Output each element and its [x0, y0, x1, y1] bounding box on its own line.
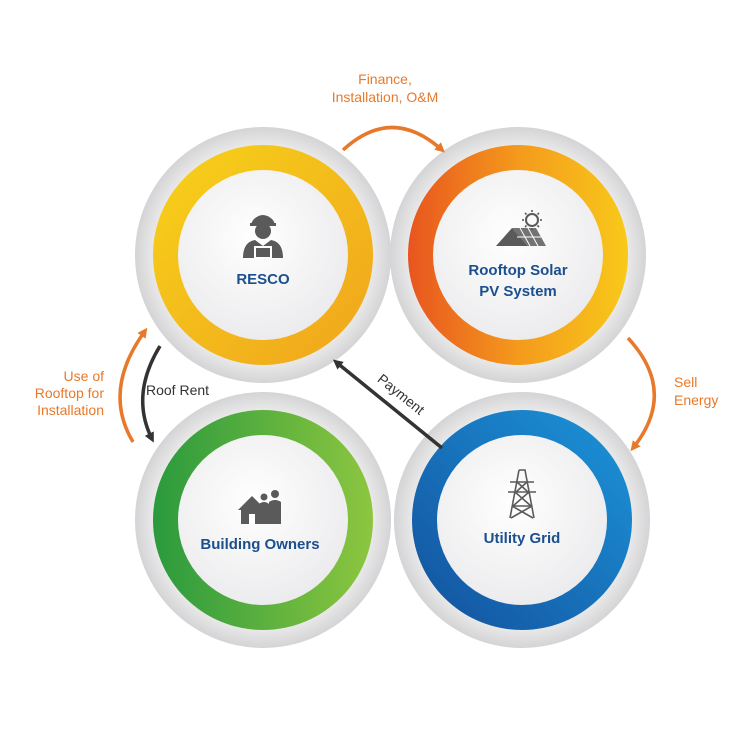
flow-roof-rent-arrow: [140, 345, 162, 443]
flow-rooftop-use-line3: Installation: [37, 402, 104, 418]
node-resco-label: RESCO: [236, 271, 290, 288]
node-grid-center: [437, 435, 607, 605]
node-resco: RESCO: [135, 127, 391, 383]
node-rooftop-label-line2: PV System: [479, 283, 557, 300]
node-owners-label: Building Owners: [200, 536, 319, 553]
node-building-owners: Building Owners: [135, 392, 391, 648]
flow-payment-label: Payment: [375, 371, 428, 418]
flow-rooftop-use: Use of Rooftop for Installation: [35, 327, 148, 443]
node-rooftop-label-line1: Rooftop Solar: [468, 262, 567, 279]
house-people-icon: [238, 490, 281, 524]
node-utility-grid: Utility Grid: [394, 392, 650, 648]
node-grid-label: Utility Grid: [484, 530, 561, 547]
flow-sell-arrow: [626, 336, 656, 452]
flow-sell-energy: Sell Energy: [626, 336, 718, 452]
flow-sell-label-line2: Energy: [674, 392, 718, 408]
flow-finance-label-line1: Finance,: [358, 71, 412, 87]
flow-finance-arrow: [341, 125, 445, 153]
engineer-icon: [243, 215, 283, 258]
flow-rooftop-use-line1: Use of: [64, 368, 105, 384]
flow-sell-label-line1: Sell: [674, 374, 697, 390]
flow-roof-rent-label: Roof Rent: [146, 382, 209, 398]
solar-roof-icon: [496, 210, 546, 247]
flow-rooftop-use-arrow: [118, 327, 148, 443]
flow-finance-label-line2: Installation, O&M: [332, 89, 439, 105]
flow-roof-rent: Roof Rent: [140, 345, 209, 443]
flow-finance: Finance, Installation, O&M: [332, 71, 445, 153]
transmission-tower-icon: [508, 469, 536, 519]
node-rooftop-solar: Rooftop Solar PV System: [390, 127, 646, 383]
flow-payment-arrow: [332, 359, 444, 450]
flow-rooftop-use-line2: Rooftop for: [35, 385, 105, 401]
node-rooftop-center: [433, 170, 603, 340]
